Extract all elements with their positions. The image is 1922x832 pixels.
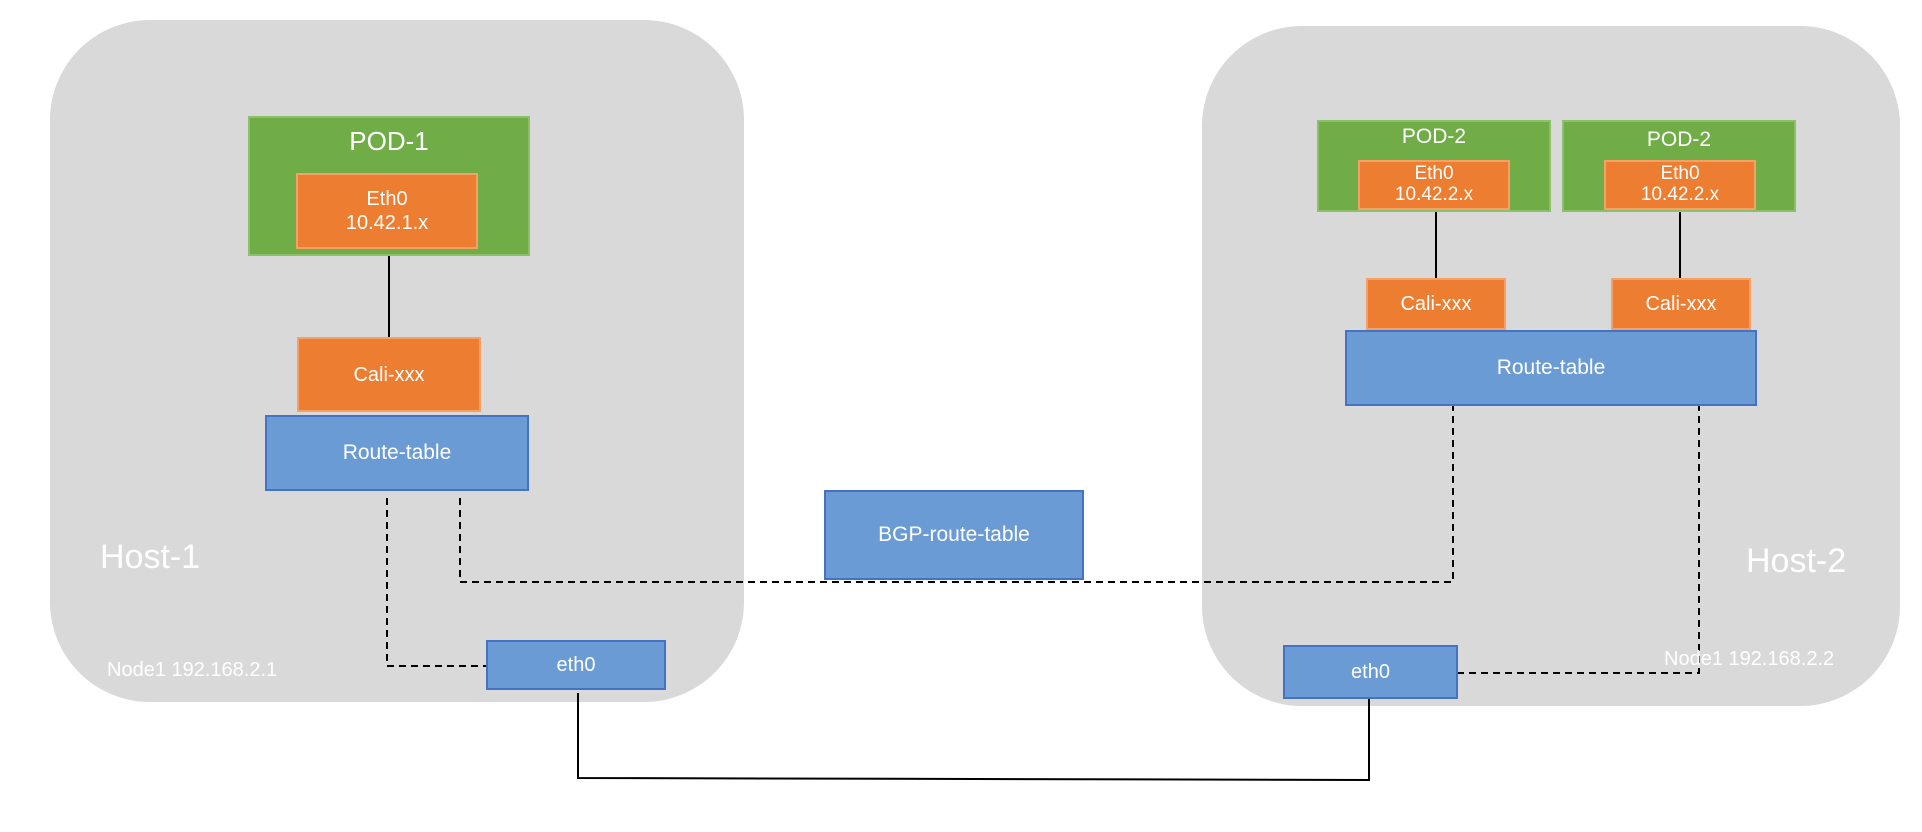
bgp-route-table: BGP-route-table — [824, 490, 1084, 580]
pod-1-eth0-label: Eth0 — [366, 188, 408, 210]
host2-eth0-label: eth0 — [1351, 661, 1390, 683]
pod-2a-eth0-ip: 10.42.2.x — [1394, 184, 1474, 205]
pod-1: POD-1 Eth0 10.42.1.x — [248, 116, 530, 256]
host1-cali: Cali-xxx — [297, 337, 481, 412]
pod-2b: POD-2 Eth0 10.42.2.x — [1562, 120, 1796, 212]
host2-route-table: Route-table — [1345, 330, 1757, 406]
host2-cali-b-label: Cali-xxx — [1645, 293, 1717, 315]
pod-2a-eth0-label: Eth0 — [1414, 163, 1454, 185]
pod-1-title: POD-1 — [349, 126, 429, 156]
host2-eth0: eth0 — [1283, 645, 1458, 699]
host2-cali-a-label: Cali-xxx — [1400, 293, 1472, 315]
pod-1-eth0-ip: 10.42.1.x — [345, 212, 429, 234]
pod-2b-eth0-label: Eth0 — [1660, 163, 1700, 185]
host2-route-table-label: Route-table — [1496, 356, 1606, 380]
host2-cali-b: Cali-xxx — [1611, 278, 1751, 330]
pod-2a-eth0: Eth0 10.42.2.x — [1358, 160, 1510, 210]
bgp-route-table-label: BGP-route-table — [878, 523, 1030, 547]
host1-route-table: Route-table — [265, 415, 529, 491]
pod-2a-title: POD-2 — [1401, 125, 1467, 148]
pod-2b-title: POD-2 — [1646, 128, 1712, 151]
host1-eth0: eth0 — [486, 640, 666, 690]
host2-cali-a: Cali-xxx — [1366, 278, 1506, 330]
pod-2b-eth0: Eth0 10.42.2.x — [1604, 160, 1756, 210]
pod-1-eth0: Eth0 10.42.1.x — [296, 173, 478, 249]
pod-2b-eth0-ip: 10.42.2.x — [1640, 184, 1720, 205]
host1-route-table-label: Route-table — [342, 441, 452, 465]
pod-2a: POD-2 Eth0 10.42.2.x — [1317, 120, 1551, 212]
host-1-label: Host-1 — [100, 538, 201, 576]
host-1-node-address: Node1 192.168.2.1 — [107, 659, 278, 681]
host1-cali-label: Cali-xxx — [353, 363, 425, 386]
host-2-label: Host-2 — [1746, 542, 1847, 580]
physical-link — [577, 693, 1370, 782]
host1-eth0-label: eth0 — [556, 654, 596, 676]
host-2-node-address: Node1 192.168.2.2 — [1664, 648, 1835, 670]
